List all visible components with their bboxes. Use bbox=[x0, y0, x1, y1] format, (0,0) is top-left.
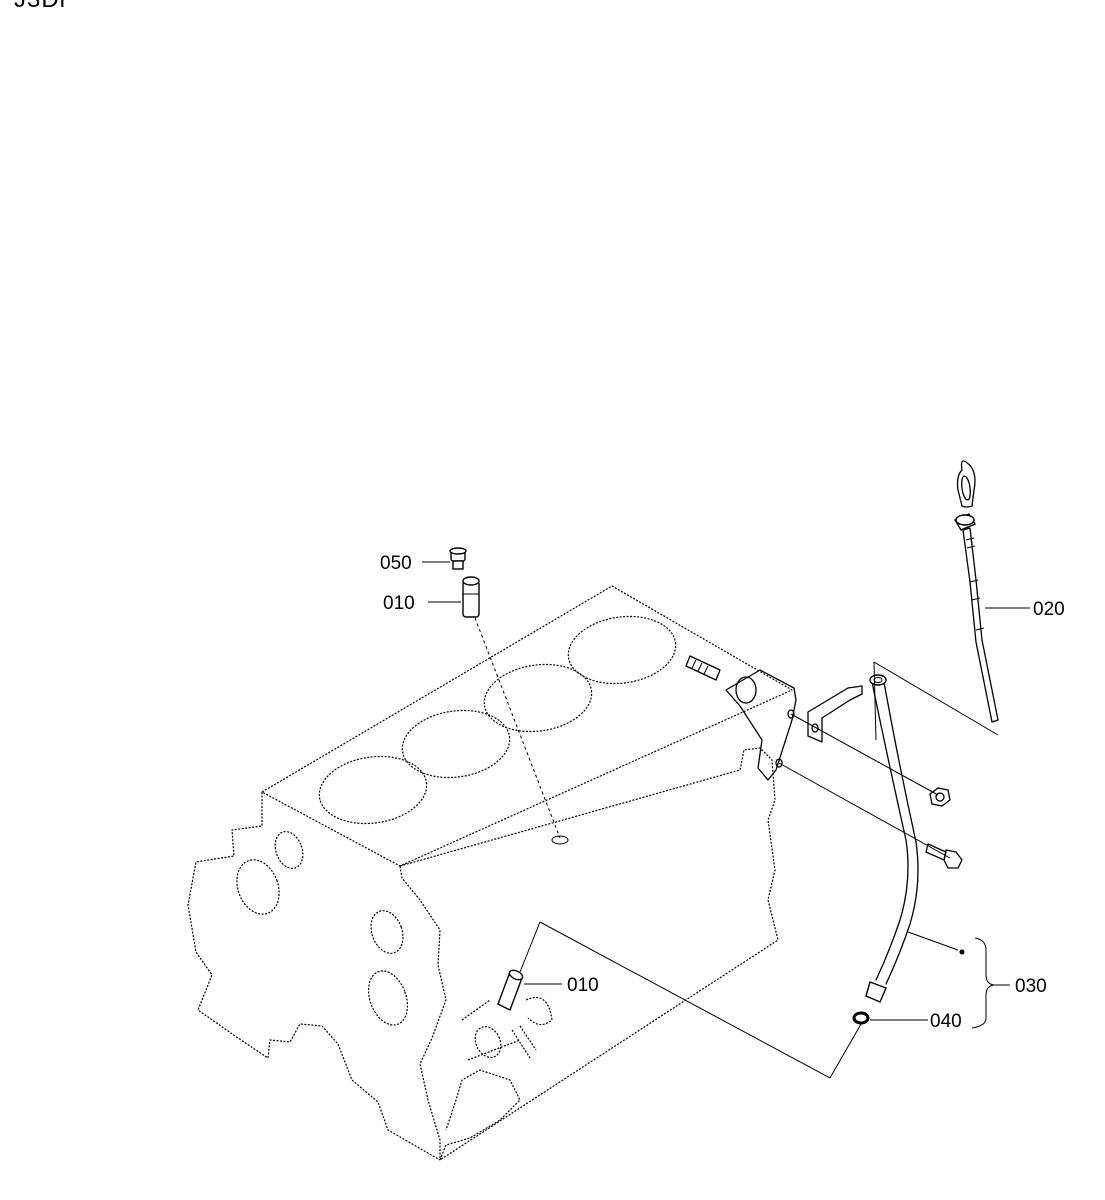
stud-bolt bbox=[685, 655, 721, 681]
callout-050: 050 bbox=[380, 553, 412, 574]
seal-dot bbox=[959, 949, 965, 955]
callout-020: 020 bbox=[1033, 599, 1065, 620]
bracket-030 bbox=[974, 937, 1010, 986]
frame-line-lower-left bbox=[519, 921, 541, 973]
frame-line-lower bbox=[539, 921, 862, 1079]
plug-050 bbox=[449, 547, 467, 570]
tube-clamp bbox=[807, 685, 863, 743]
cylinder-block bbox=[187, 585, 793, 1161]
callout-010-lower: 010 bbox=[567, 975, 599, 996]
o-ring-040 bbox=[852, 1011, 870, 1025]
dipstick-bracket bbox=[725, 669, 797, 781]
pipe-010-upper bbox=[462, 576, 480, 618]
seal-pointer bbox=[907, 931, 959, 951]
pipe-010-lower bbox=[497, 969, 524, 1011]
dipstick-guide-tube bbox=[865, 674, 919, 1003]
callout-030: 030 bbox=[1015, 976, 1047, 997]
page-title: J3Dr bbox=[14, 0, 69, 14]
alignment-line-upper bbox=[474, 617, 561, 839]
dipstick bbox=[953, 460, 999, 723]
callout-040: 040 bbox=[930, 1011, 962, 1032]
bolt-guide-line-1 bbox=[790, 713, 939, 796]
nut bbox=[929, 787, 951, 807]
frame-line-upper bbox=[873, 661, 999, 741]
bolt bbox=[925, 843, 963, 869]
bolt-guide-line-2 bbox=[778, 762, 951, 859]
callout-010-upper: 010 bbox=[383, 593, 415, 614]
bracket-030-lower bbox=[971, 984, 995, 1029]
